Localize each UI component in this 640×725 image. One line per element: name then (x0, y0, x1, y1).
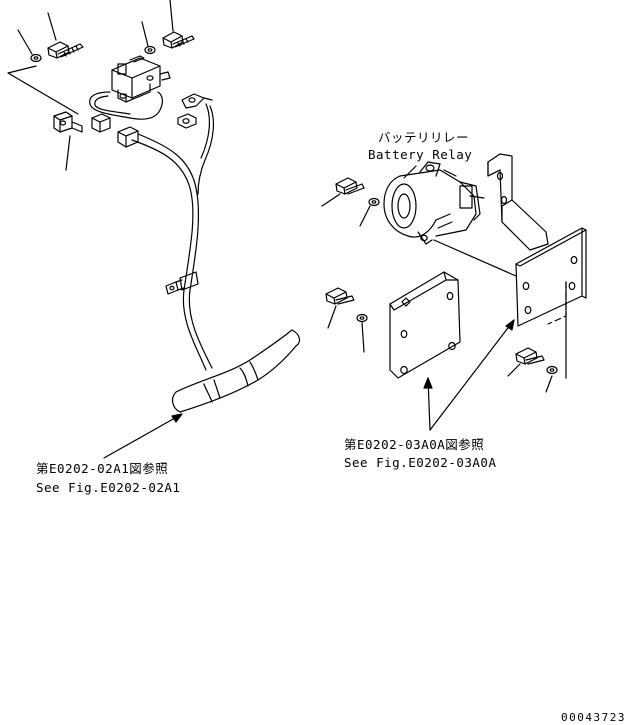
terminal-boot-right (178, 94, 212, 128)
bolt-plate-lower (326, 288, 354, 304)
battery-relay (384, 162, 484, 244)
bolt-relay (336, 178, 364, 194)
leader-washer-br (546, 376, 552, 392)
bracket-upper-right (488, 154, 548, 250)
harness-clamp (166, 272, 198, 294)
arrow-ref2-a (424, 378, 432, 388)
document-number: 00043723 (561, 711, 626, 724)
harness-main-a (132, 140, 206, 370)
leader-ref1 (104, 414, 182, 458)
leader-bolt-lower (328, 306, 336, 328)
leader-ref2-b (430, 320, 514, 430)
washer-relay (369, 199, 379, 206)
terminal-clip-left (54, 112, 82, 132)
harness-branch-b (201, 104, 209, 158)
bolt-top-center (163, 32, 194, 48)
wire-loop (90, 92, 163, 119)
reference-2-label-en: See Fig.E0202-03A0A (344, 455, 497, 470)
leader-bolt-br (508, 364, 520, 376)
connector-small-1 (92, 114, 110, 132)
relay-mount-plate (516, 228, 586, 326)
cover-plate-lower (390, 272, 460, 378)
leader-washer-tl (18, 30, 32, 54)
battery-relay-label-jp: バッテリリレー (378, 130, 470, 145)
washer-bottom-right (547, 367, 557, 374)
corrugated-tube (173, 330, 300, 412)
leader-bolt-relay (322, 194, 340, 206)
leader-bolt-tl (48, 13, 56, 40)
washer-top-left (31, 55, 41, 62)
reference-1-label-en: See Fig.E0202-02A1 (36, 480, 181, 495)
reference-1-label-jp: 第E0202-02A1図参照 (36, 461, 169, 476)
washer-plate-lower (357, 315, 367, 322)
relay-assembly-top (112, 56, 170, 102)
washer-top-center (145, 47, 155, 54)
leader-bolt-tc (170, 0, 173, 31)
leader-relay-label (404, 166, 416, 178)
wire-loop-inner (95, 96, 130, 114)
connector-small-2 (118, 127, 138, 147)
leader-washer-relay (360, 206, 370, 226)
leader-long-left (8, 66, 78, 114)
bolt-top-left (48, 42, 83, 58)
battery-relay-label-en: Battery Relay (368, 147, 473, 162)
bolt-bottom-right (516, 348, 544, 364)
leader-washer-tc (142, 22, 148, 46)
leader-washer-lower (362, 322, 364, 352)
leader-clip-left (66, 136, 70, 170)
hidden-line-plate (548, 282, 566, 324)
leader-relay-to-plate (434, 240, 516, 276)
reference-2-label-jp: 第E0202-03A0A図参照 (344, 437, 485, 452)
harness-main-b (138, 134, 212, 368)
arrow-ref1 (172, 414, 182, 422)
arrow-ref2-b (506, 320, 514, 330)
harness-branch-a (198, 106, 213, 194)
